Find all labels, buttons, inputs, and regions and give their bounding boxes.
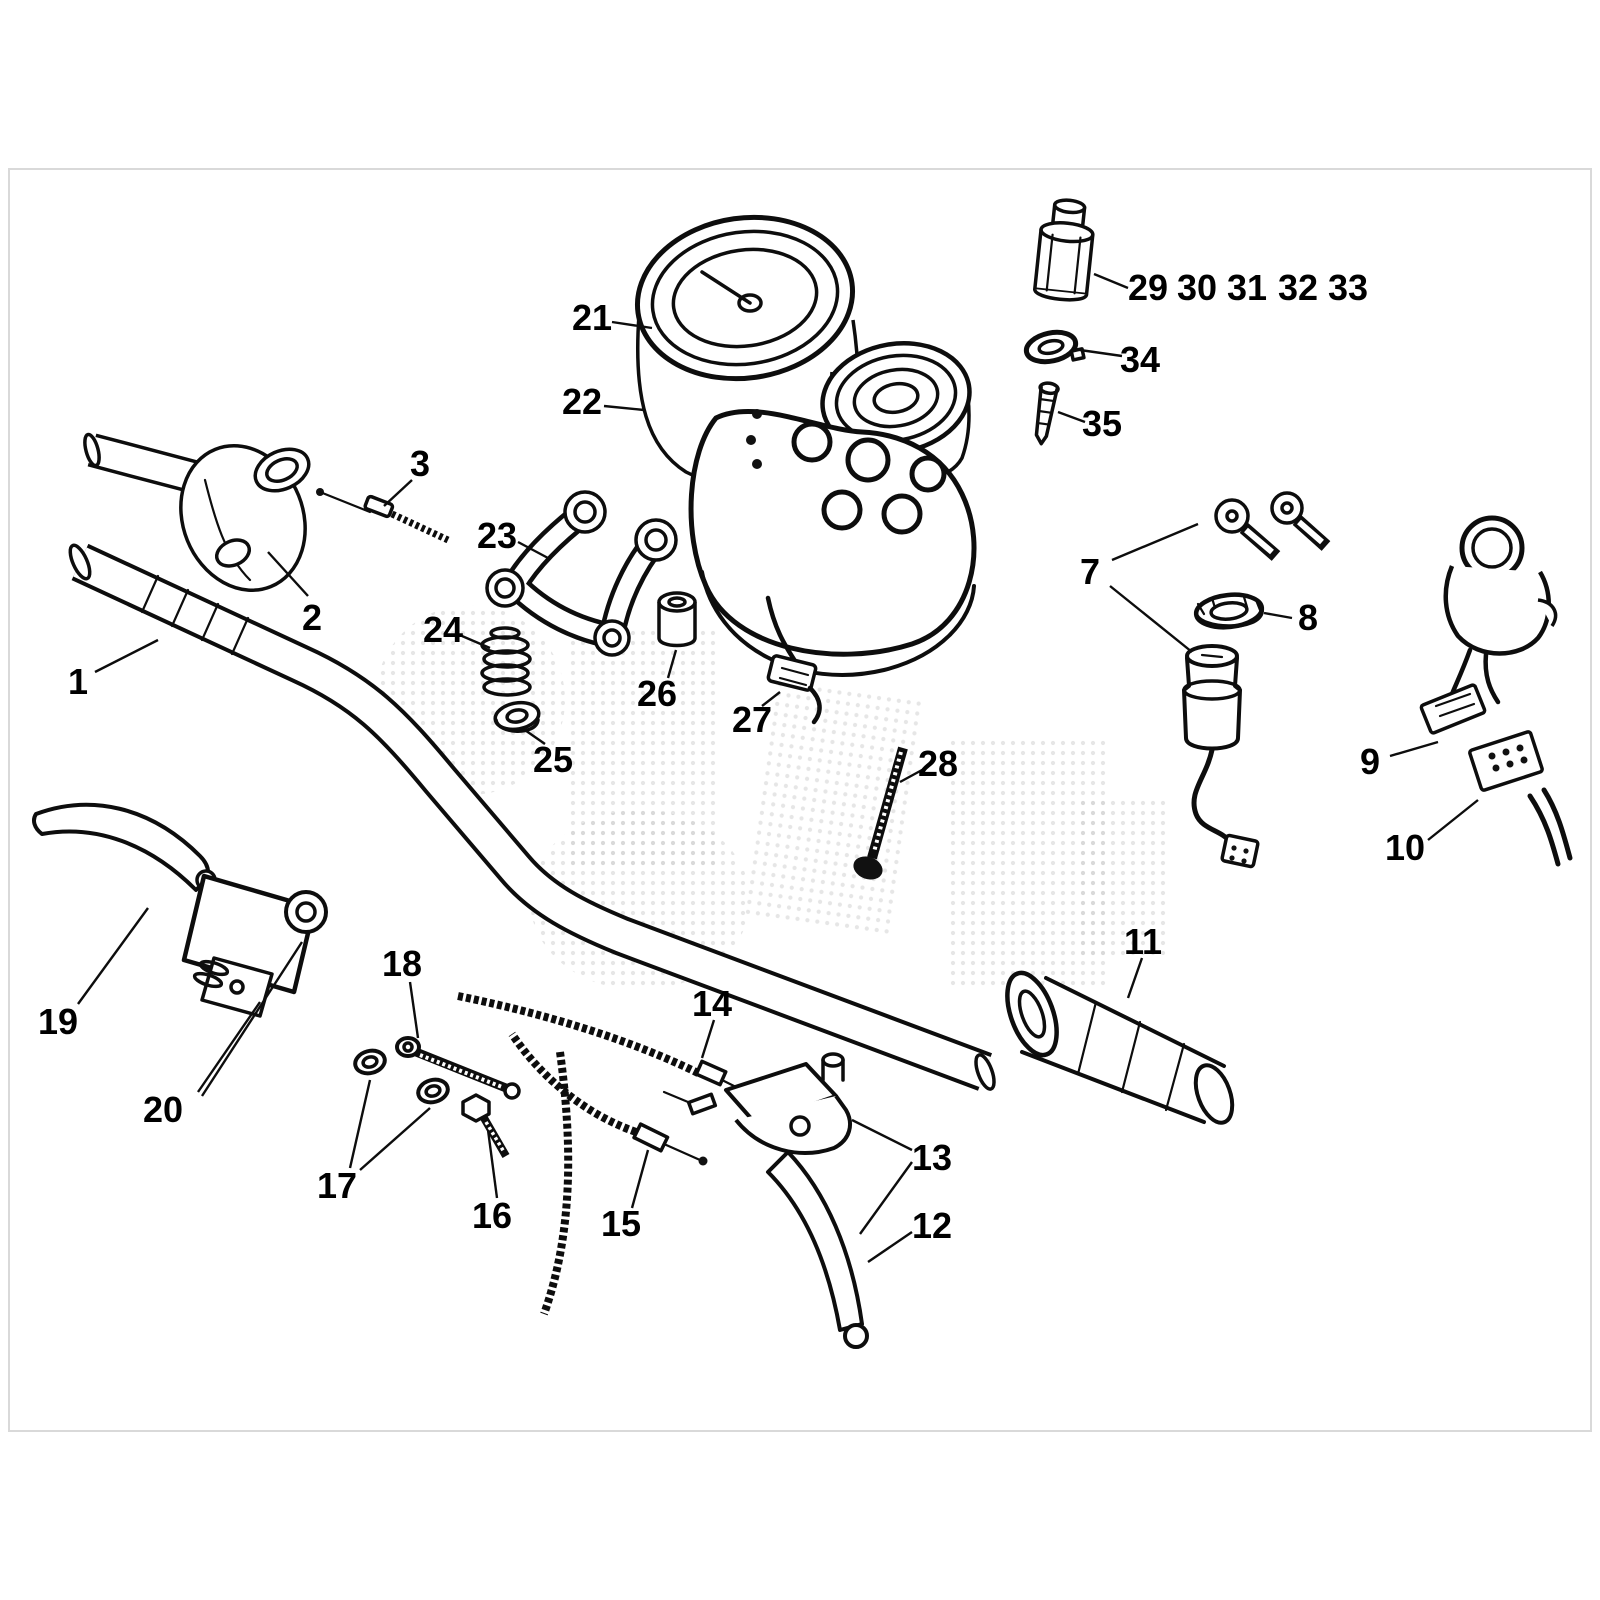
callout-15: 15: [601, 1203, 641, 1244]
callout-22: 22: [562, 381, 602, 422]
callout-10: 10: [1385, 827, 1425, 868]
callout-13: 13: [912, 1137, 952, 1178]
bulb-socket: [1033, 198, 1095, 302]
callout-24: 24: [423, 609, 463, 650]
cluster-front-cover: [688, 408, 977, 657]
indicator-light: [881, 493, 923, 535]
callout-31: 31: [1227, 267, 1267, 308]
callout-30: 30: [1177, 267, 1217, 308]
bar-stub: [83, 432, 203, 495]
indicator-light: [845, 437, 891, 483]
callout-3: 3: [410, 443, 430, 484]
callout-11: 11: [1124, 921, 1162, 962]
callout-27: 27: [732, 699, 772, 740]
brake-lever: [32, 802, 210, 892]
clutch-lever: [766, 1150, 864, 1332]
callout-1: 1: [68, 661, 88, 702]
connector-upper: [1419, 683, 1487, 735]
ring-nut: [1193, 592, 1265, 630]
ignition-keys: [1214, 491, 1331, 561]
wiring-connector: [766, 654, 822, 725]
handlebar: [68, 543, 996, 1091]
brake-master-cylinder: [32, 802, 328, 1018]
throttle-grip: [1005, 970, 1235, 1125]
callouts: 1 2 3 7 8 9 10 11 12 13 14 15 16 17 18 1…: [38, 267, 1425, 1246]
indicator-light: [791, 421, 833, 463]
page-border: [8, 168, 1592, 1432]
small-screw: [1034, 381, 1060, 446]
callout-12: 12: [912, 1205, 952, 1246]
indicator-light: [909, 455, 947, 493]
parts-drawing: [32, 198, 1573, 1349]
rubber-grommet: [493, 700, 541, 733]
tachometer-dial: [820, 341, 972, 455]
callout-23: 23: [477, 515, 517, 556]
leader-lines: [77, 272, 1479, 1263]
callout-19: 19: [38, 1001, 78, 1042]
callout-35: 35: [1082, 403, 1122, 444]
callout-28: 28: [918, 743, 958, 784]
callout-21: 21: [572, 297, 612, 338]
ignition-switch: [1182, 644, 1260, 869]
callout-9: 9: [1360, 741, 1380, 782]
washers: [353, 1048, 450, 1105]
meter-bracket: [485, 490, 678, 657]
mounting-screw: [853, 746, 908, 880]
throttle-housing: [179, 444, 311, 592]
cable-rod: [395, 1036, 521, 1100]
handlebar-switch: [1419, 515, 1573, 867]
callout-20: 20: [143, 1089, 183, 1130]
callout-32: 32: [1278, 267, 1318, 308]
callout-16: 16: [472, 1195, 512, 1236]
clutch-cable: [508, 1031, 708, 1316]
spacer-bushing: [657, 591, 697, 648]
callout-29: 29: [1128, 267, 1168, 308]
instrument-cluster: [634, 214, 977, 677]
callout-34: 34: [1120, 339, 1160, 380]
connector-lower: [1468, 730, 1544, 792]
bar-end-left: [68, 543, 92, 581]
callout-7: 7: [1080, 551, 1100, 592]
callout-17: 17: [317, 1165, 357, 1206]
bar-end-right: [974, 1053, 996, 1091]
indicator-light: [821, 489, 863, 531]
cable-adjuster: [316, 488, 450, 544]
callout-26: 26: [637, 673, 677, 714]
callout-25: 25: [533, 739, 573, 780]
clutch-perch: [662, 1052, 869, 1349]
callout-2: 2: [302, 597, 322, 638]
damper-spring: [480, 626, 532, 697]
hex-bolt: [461, 1093, 510, 1159]
callout-33: 33: [1328, 267, 1368, 308]
callout-14: 14: [692, 983, 732, 1024]
callout-18: 18: [382, 943, 422, 984]
speedo-needle: [700, 270, 752, 305]
callout-8: 8: [1298, 597, 1318, 638]
clamp-ring: [1023, 329, 1086, 365]
